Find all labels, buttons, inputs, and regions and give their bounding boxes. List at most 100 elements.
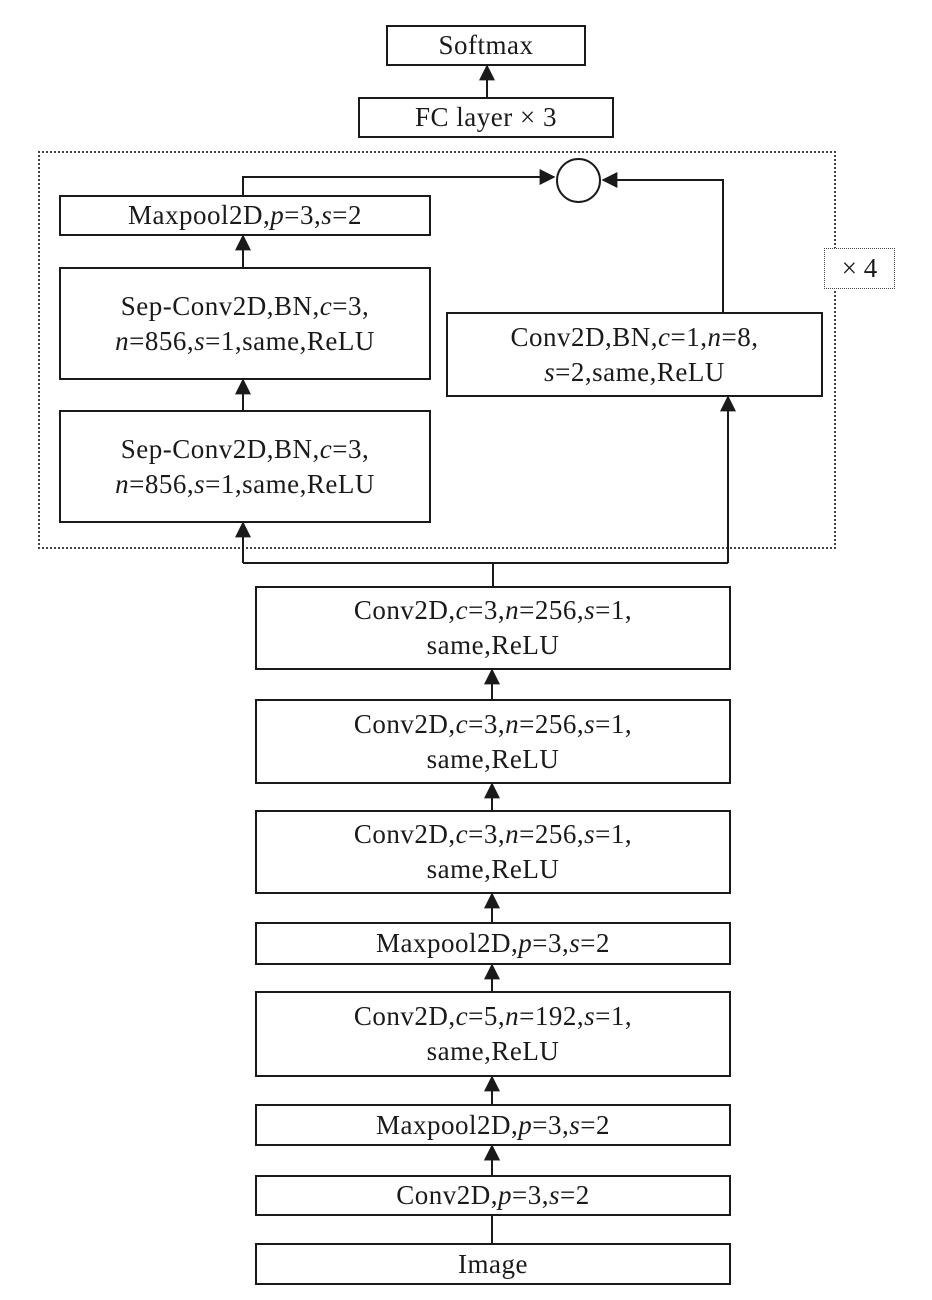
- variable-symbol: s: [584, 708, 596, 739]
- label-text: Maxpool2D,: [376, 928, 519, 958]
- maxpool-2-box: Maxpool2D,p=3,s=2: [255, 922, 731, 965]
- repeated-block-frame: [38, 151, 836, 549]
- variable-symbol: c: [455, 595, 469, 625]
- block-label-line: Conv2D,BN,c=1,n=8,: [511, 320, 759, 355]
- fc-layer-box: FC layer × 3: [358, 97, 614, 138]
- label-text: =5,: [468, 1001, 506, 1031]
- label-text: Maxpool2D,: [128, 200, 271, 230]
- label-text: Maxpool2D,: [376, 1109, 519, 1140]
- merge-node: [556, 158, 601, 203]
- block-label-line: n=856,s=1,same,ReLU: [115, 467, 375, 502]
- label-text: =2: [580, 1109, 610, 1140]
- conv-stem-box: Conv2D,p=3,s=2: [255, 1175, 731, 1216]
- variable-symbol: c: [455, 708, 469, 739]
- shortcut-conv-box: Conv2D,BN,c=1,n=8,s=2,same,ReLU: [446, 312, 823, 397]
- label-text: Sep-Conv2D,BN,: [120, 433, 320, 464]
- label-text: =2: [332, 200, 362, 230]
- image-box: Image: [255, 1243, 731, 1285]
- label-text: =1,same,ReLU: [205, 325, 375, 356]
- variable-symbol: n: [505, 1001, 520, 1031]
- variable-symbol: s: [194, 468, 206, 499]
- label-text: =3,: [332, 290, 370, 321]
- group-maxpool-box: Maxpool2D,p=3,s=2: [59, 195, 431, 236]
- label-text: same,ReLU: [426, 630, 560, 660]
- label-text: =3,: [512, 1180, 549, 1210]
- block-label-line: Conv2D,c=5,n=192,s=1,: [354, 999, 632, 1034]
- block-label-line: Sep-Conv2D,BN,c=3,: [121, 289, 369, 324]
- block-label-line: Conv2D,c=3,n=256,s=1,: [354, 593, 632, 628]
- label-text: =3,: [532, 928, 570, 958]
- label-text: same,ReLU: [426, 854, 560, 884]
- label-text: =3,: [284, 200, 322, 230]
- label-text: =1,: [595, 819, 633, 849]
- variable-symbol: s: [584, 819, 596, 849]
- label-text: =256,: [519, 595, 585, 625]
- block-label-line: Sep-Conv2D,BN,c=3,: [121, 432, 369, 467]
- conv3-c-box: Conv2D,c=3,n=256,s=1,same,ReLU: [255, 586, 731, 670]
- block-label-line: Image: [458, 1247, 528, 1282]
- label-text: =3,: [468, 819, 506, 849]
- variable-symbol: s: [584, 595, 596, 625]
- variable-symbol: c: [455, 1001, 469, 1031]
- label-text: =256,: [519, 819, 585, 849]
- block-label-line: same,ReLU: [427, 852, 560, 887]
- block-label-line: same,ReLU: [427, 742, 560, 777]
- variable-symbol: n: [505, 708, 520, 739]
- label-text: =8,: [721, 321, 759, 352]
- label-text: same,ReLU: [426, 743, 560, 774]
- variable-symbol: n: [115, 468, 130, 499]
- label-text: =2: [560, 1180, 590, 1210]
- block-label-line: same,ReLU: [427, 1034, 560, 1069]
- label-text: Conv2D,: [353, 708, 456, 739]
- sep-conv-top-box: Sep-Conv2D,BN,c=3,n=856,s=1,same,ReLU: [59, 267, 431, 380]
- block-label-line: Maxpool2D,p=3,s=2: [376, 1108, 610, 1143]
- variable-symbol: c: [455, 819, 469, 849]
- variable-symbol: s: [584, 1001, 596, 1031]
- label-text: =192,: [519, 1001, 585, 1031]
- label-text: Image: [458, 1248, 528, 1279]
- sep-conv-bottom-box: Sep-Conv2D,BN,c=3,n=856,s=1,same,ReLU: [59, 410, 431, 523]
- block-label-line: Softmax: [439, 28, 534, 63]
- label-text: =3,: [468, 595, 506, 625]
- variable-symbol: s: [549, 1180, 561, 1210]
- label-text: Conv2D,: [353, 595, 456, 625]
- conv3-b-box: Conv2D,c=3,n=256,s=1,same,ReLU: [255, 699, 731, 784]
- variable-symbol: p: [270, 200, 285, 230]
- conv3-a-box: Conv2D,c=3,n=256,s=1,same,ReLU: [255, 810, 731, 894]
- label-text: Softmax: [438, 30, 534, 60]
- label-text: =3,: [532, 1109, 570, 1140]
- label-text: =1,: [595, 708, 633, 739]
- label-text: =2: [580, 928, 610, 958]
- conv5-box: Conv2D,c=5,n=192,s=1,same,ReLU: [255, 991, 731, 1077]
- block-label-line: n=856,s=1,same,ReLU: [115, 324, 375, 359]
- label-text: =3,: [468, 708, 506, 739]
- label-text: FC layer × 3: [415, 102, 557, 132]
- variable-symbol: n: [505, 819, 520, 849]
- label-text: =1,: [595, 1001, 633, 1031]
- variable-symbol: s: [321, 200, 333, 230]
- label-text: =1,same,ReLU: [205, 468, 375, 499]
- label-text: =856,: [129, 468, 195, 499]
- arrow-shortcut-to-merge: [601, 172, 724, 312]
- label-text: =3,: [332, 433, 370, 464]
- variable-symbol: p: [518, 1109, 533, 1140]
- variable-symbol: n: [115, 325, 130, 356]
- variable-symbol: s: [569, 928, 581, 958]
- label-text: Conv2D,: [353, 819, 456, 849]
- block-label-line: FC layer × 3: [415, 100, 557, 135]
- label-text: same,ReLU: [426, 1036, 560, 1066]
- block-label-line: s=2,same,ReLU: [544, 355, 725, 390]
- label-text: Conv2D,BN,: [510, 321, 659, 352]
- label-text: =856,: [129, 325, 195, 356]
- repeat-count-badge: × 4: [824, 248, 895, 289]
- block-label-line: Conv2D,c=3,n=256,s=1,: [354, 817, 632, 852]
- label-text: =256,: [519, 708, 585, 739]
- block-label-line: Conv2D,c=3,n=256,s=1,: [354, 707, 632, 742]
- variable-symbol: n: [707, 321, 722, 352]
- softmax-box: Softmax: [386, 25, 586, 66]
- variable-symbol: c: [319, 433, 333, 464]
- maxpool-1-box: Maxpool2D,p=3,s=2: [255, 1104, 731, 1146]
- label-text: Sep-Conv2D,BN,: [120, 290, 320, 321]
